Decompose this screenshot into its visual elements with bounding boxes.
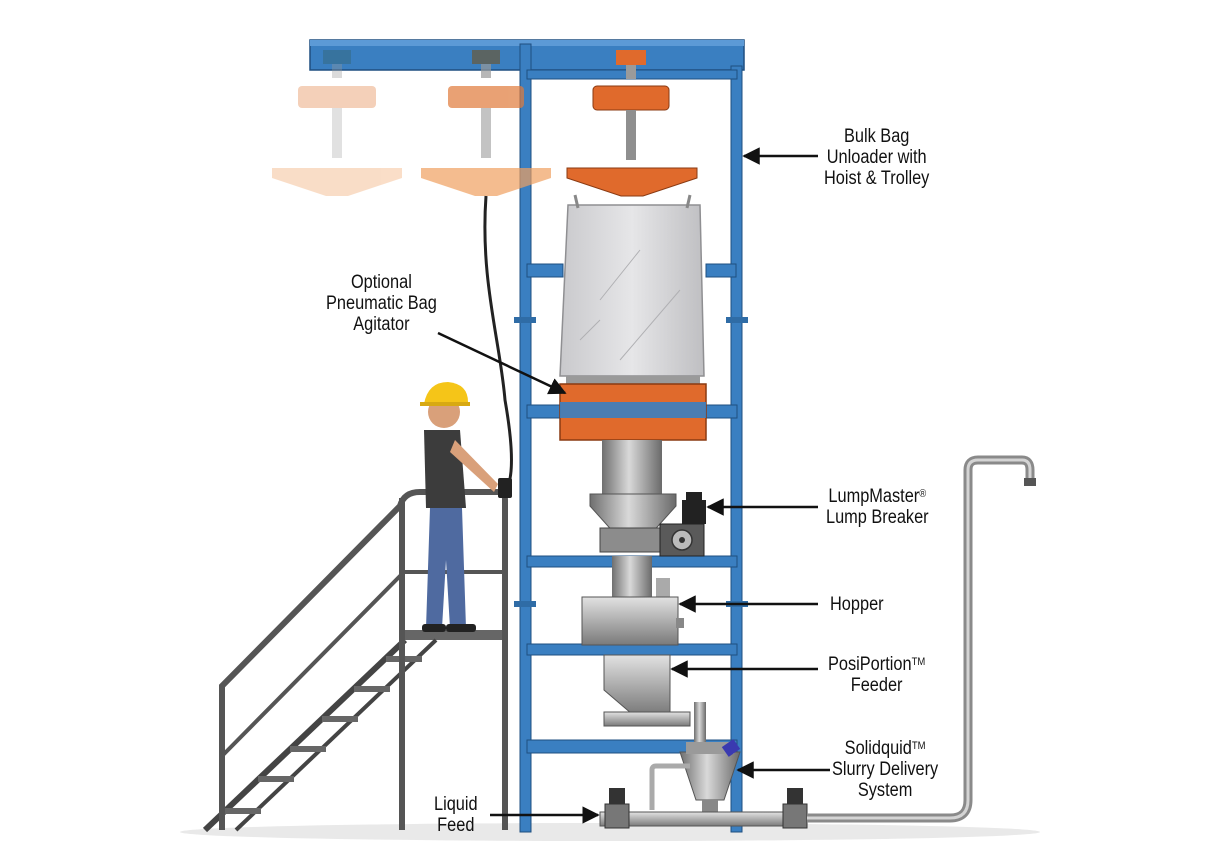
bulk-bag (559, 194, 705, 377)
hoist-trolley-active (566, 50, 698, 197)
pneumatic-bag-agitator (559, 376, 707, 441)
operator-figure (420, 382, 512, 632)
callout-arrows (437, 147, 830, 824)
hoist-trolley-ghost-2 (421, 50, 551, 196)
label-lumpmaster: LumpMaster® Lump Breaker (826, 486, 929, 528)
label-liquid-feed: Liquid Feed (434, 794, 478, 836)
label-bulk-bag-unloader: Bulk Bag Unloader with Hoist & Trolley (824, 126, 930, 189)
pendant-cable (483, 195, 514, 487)
label-posiportion-feeder: PosiPortionTM Feeder (828, 654, 926, 696)
label-solidquid-system: SolidquidTM Slurry Delivery System (832, 738, 939, 801)
posiportion-feeder (603, 654, 706, 742)
hoist-trolley-ghost-1 (272, 50, 402, 196)
lump-breaker (599, 492, 706, 557)
arrow-agitator (437, 331, 567, 395)
label-pneumatic-bag-agitator: Optional Pneumatic Bag Agitator (326, 272, 437, 335)
label-hopper: Hopper (830, 594, 884, 615)
discharge-spout (589, 440, 677, 536)
floor (180, 823, 1040, 841)
hopper (581, 556, 684, 646)
slurry-delivery-system (599, 455, 1036, 829)
